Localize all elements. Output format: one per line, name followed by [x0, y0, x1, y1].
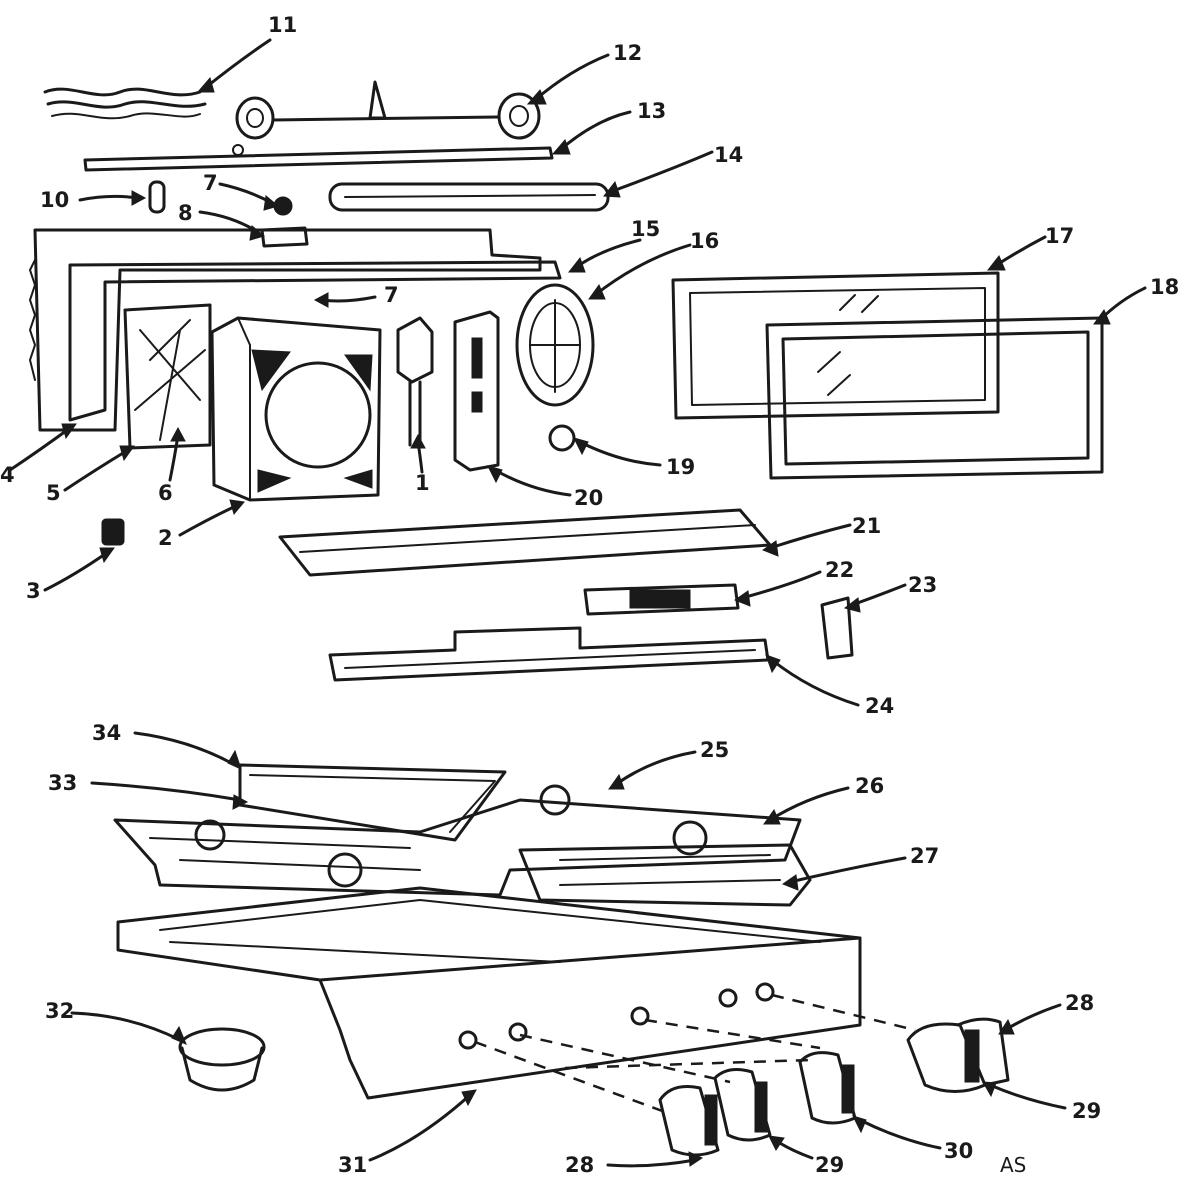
label-12: 12 [613, 41, 642, 65]
label-10: 10 [40, 188, 69, 212]
part-24-lower-rail [328, 626, 770, 682]
corner-code: AS [1000, 1153, 1026, 1177]
label-33: 33 [48, 771, 77, 795]
label-14: 14 [714, 143, 743, 167]
part-18-window-frame [765, 316, 1104, 480]
part-17-panel-glass [671, 271, 1000, 420]
label-6: 6 [158, 481, 173, 505]
label-13: 13 [637, 99, 666, 123]
part-labels: 11 12 13 14 10 7 8 15 16 17 18 7 4 5 6 2… [0, 13, 1179, 1177]
label-31: 31 [338, 1153, 367, 1177]
part-21-trim-rail [278, 508, 772, 577]
label-22: 22 [825, 558, 854, 582]
label-20: 20 [574, 486, 603, 510]
label-11: 11 [268, 13, 297, 37]
label-17: 17 [1045, 224, 1074, 248]
label-3: 3 [26, 579, 41, 603]
part-23-clip [820, 596, 854, 660]
part-13-rail [83, 144, 554, 172]
part-12-rod-assembly [235, 80, 541, 140]
label-19: 19 [666, 455, 695, 479]
label-32: 32 [45, 999, 74, 1023]
part-grates [113, 784, 812, 907]
label-4: 4 [0, 463, 15, 487]
knob-29-left [713, 1068, 772, 1142]
label-9: 7 [203, 171, 218, 195]
part-15-16-ring-gasket [515, 283, 595, 407]
label-34: 34 [92, 721, 121, 745]
label-15: 15 [631, 217, 660, 241]
label-5: 5 [46, 481, 61, 505]
part-34-griddle [238, 763, 507, 842]
part-20-switch-plate [453, 310, 500, 472]
part-22-vent [583, 583, 740, 616]
part-11-wire-harness [43, 87, 207, 120]
label-28-right: 28 [1065, 991, 1094, 1015]
label-2: 2 [158, 526, 173, 550]
label-7: 7 [384, 283, 399, 307]
label-30: 30 [944, 1139, 973, 1163]
label-26: 26 [855, 774, 884, 798]
part-32-burner-bowl [178, 1027, 266, 1092]
part-31-cooktop-body [116, 886, 862, 1100]
part-14-tube [328, 182, 610, 212]
label-28-left: 28 [565, 1153, 594, 1177]
label-21: 21 [852, 514, 881, 538]
label-29-left: 29 [815, 1153, 844, 1177]
knob-28-left [658, 1085, 720, 1157]
knob-28-29-right [906, 1017, 1010, 1093]
label-29-right: 29 [1072, 1099, 1101, 1123]
part-2-timer-housing [210, 316, 382, 502]
part-3-small-fitting [101, 518, 125, 546]
label-16: 16 [690, 229, 719, 253]
part-5-glass-frame [68, 260, 562, 450]
label-25: 25 [700, 738, 729, 762]
part-10-small-clip [148, 180, 166, 214]
label-23: 23 [908, 573, 937, 597]
knob-30 [798, 1051, 857, 1125]
leader-arrows [8, 38, 1147, 1168]
part-19-nut [548, 424, 576, 452]
label-18: 18 [1150, 275, 1179, 299]
label-1: 1 [415, 471, 430, 495]
knob-alignment-lines [474, 993, 916, 1114]
part-1-valve [396, 316, 434, 447]
label-27: 27 [910, 844, 939, 868]
label-8: 8 [178, 201, 193, 225]
label-24: 24 [865, 694, 894, 718]
